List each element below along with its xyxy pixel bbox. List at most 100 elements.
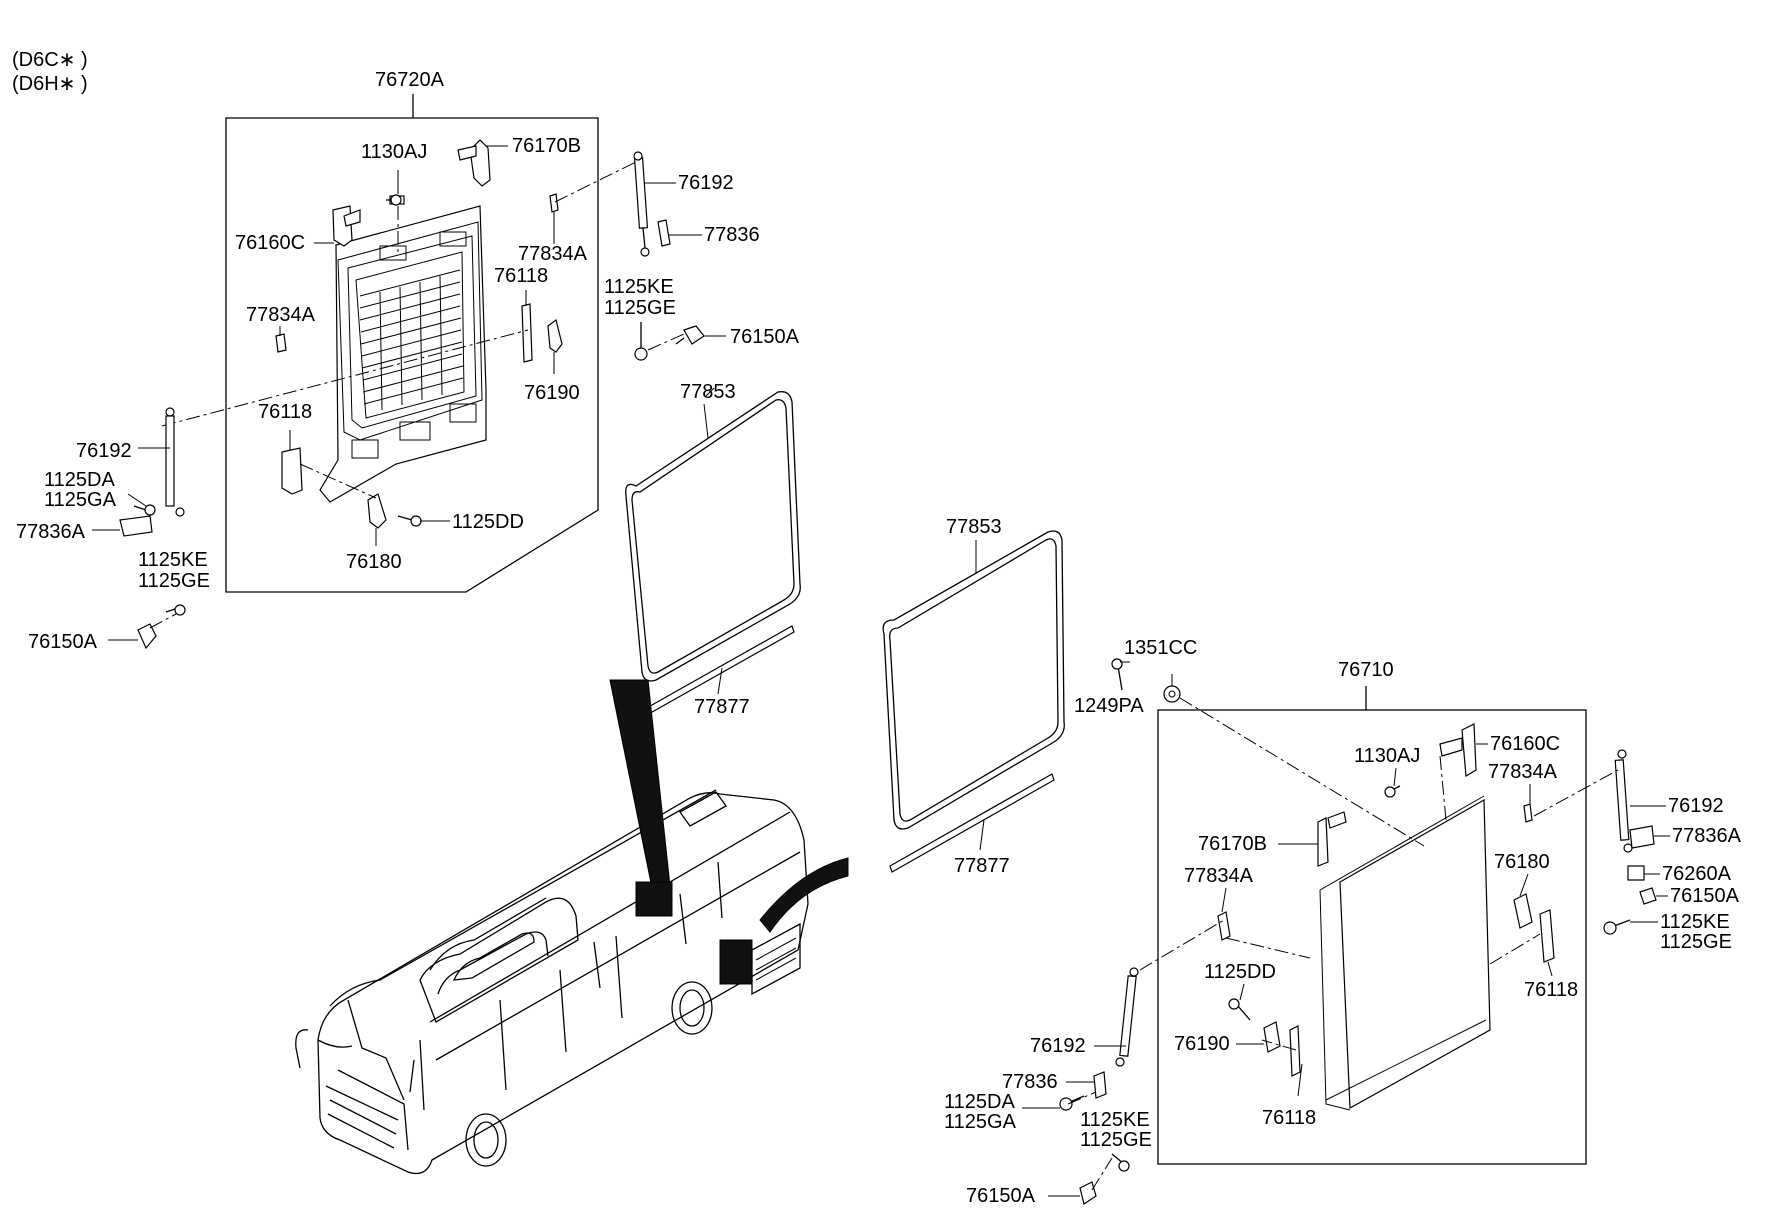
grille-slats <box>359 269 464 411</box>
label-77834A-c: 77834A <box>1488 761 1558 783</box>
screw-1249PA <box>1111 658 1123 691</box>
assembly-box-76720A <box>225 94 599 593</box>
gas-strut-76192-c <box>1614 749 1633 853</box>
bolt-1125DD-upper <box>397 515 422 527</box>
hinge-76118-lower-right <box>1539 909 1555 963</box>
bolt-1125KE-a <box>634 322 648 361</box>
label-76192-d: 76192 <box>1030 1035 1086 1057</box>
label-76170B-a: 76170B <box>512 135 581 157</box>
bracket-77836-b <box>1093 1071 1107 1099</box>
label-1125GE-a: 1125GE <box>604 297 676 319</box>
label-76180-b: 76180 <box>1494 851 1550 873</box>
label-76118-a: 76118 <box>494 265 548 287</box>
label-1130AJ-a: 1130AJ <box>361 141 427 163</box>
label-76720A: 76720A <box>375 69 445 91</box>
hinge-76160C-lower <box>1439 723 1477 778</box>
label-77836A-a: 77836A <box>16 521 86 543</box>
label-1125DD-b: 1125DD <box>1204 961 1276 983</box>
bracket-77836A-a <box>119 515 153 537</box>
label-76710: 76710 <box>1338 659 1394 681</box>
clip-76150A-d <box>1079 1181 1097 1205</box>
bolt-1125KE-b <box>165 604 186 616</box>
seal-77853-b <box>882 530 1065 830</box>
washer-1351CC <box>1163 685 1181 703</box>
leader-77853-a-top <box>705 387 715 397</box>
bracket-77834A-upper-right <box>549 193 559 213</box>
clip-76260A <box>1627 865 1645 881</box>
hinge-76190-lower <box>1263 1021 1281 1053</box>
leader-77877-b <box>979 819 985 851</box>
bracket-77834A-upper-left <box>275 333 287 353</box>
label-1125GE-b: 1125GE <box>138 570 210 592</box>
bracket-77834A-lower-right <box>1523 803 1533 823</box>
hinge-76190-upper <box>547 318 563 353</box>
strip-77877-b <box>889 773 1055 873</box>
label-76118-d: 76118 <box>1262 1107 1316 1129</box>
bolt-1130AJ-lower <box>1384 785 1401 798</box>
bus-illustration <box>295 679 849 1175</box>
label-1125DD-a: 1125DD <box>452 511 524 533</box>
bolt-1125KE-d <box>1111 1153 1130 1172</box>
label-76150A-d: 76150A <box>966 1185 1036 1207</box>
hinge-76180-lower <box>1513 893 1533 929</box>
label-1125KE-b: 1125KE <box>138 549 208 571</box>
bolt-1125DA-a <box>133 504 156 516</box>
label-1249PA: 1249PA <box>1074 695 1144 717</box>
label-77834A-b: 77834A <box>246 304 316 326</box>
label-77877-b: 77877 <box>954 855 1010 877</box>
clip-76150A-b <box>137 623 157 650</box>
label-76118-c: 76118 <box>1524 979 1578 1001</box>
leader-77853-a <box>703 403 709 439</box>
leader-dash-76150A-a <box>647 333 685 351</box>
hinge-76170B-upper <box>457 139 491 187</box>
bolt-1125DA-b <box>1059 1095 1085 1111</box>
label-1125KE-c: 1125KE <box>1660 911 1730 933</box>
label-77853-a: 77853 <box>680 381 736 403</box>
leader-dash-76150A-b <box>149 613 177 629</box>
bolt-1125KE-c <box>1603 919 1631 935</box>
bracket-77834A-lower-left <box>1217 911 1231 941</box>
label-76150A-a: 76150A <box>730 326 800 348</box>
label-1125GA-b: 1125GA <box>944 1111 1017 1133</box>
label-77834A-a: 77834A <box>518 243 588 265</box>
label-1125KE-a: 1125KE <box>604 276 674 298</box>
rear-door-panel <box>319 205 487 503</box>
hinge-76160C-upper <box>332 205 361 247</box>
label-76118-b: 76118 <box>258 401 312 423</box>
label-1125GA-a: 1125GA <box>44 489 117 511</box>
hinge-76118-upper-left <box>281 447 303 495</box>
label-77853-b: 77853 <box>946 516 1002 538</box>
gas-strut-76192-d <box>1115 967 1139 1067</box>
variant-d6c: (D6C∗ ) <box>12 49 88 71</box>
assembly-box-76710 <box>1157 686 1587 1165</box>
leaders-upper-box <box>161 145 641 546</box>
gas-strut-76192-a <box>633 151 650 257</box>
label-77836A-b: 77836A <box>1672 825 1742 847</box>
seal-77853-a <box>625 391 801 682</box>
gas-strut-76192-b <box>165 407 185 517</box>
label-1130AJ-b: 1130AJ <box>1354 745 1420 767</box>
bolt-1130AJ-upper <box>386 194 405 206</box>
label-76192-b: 76192 <box>76 440 132 462</box>
side-door-panel <box>1319 795 1491 1111</box>
label-1125KE-d: 1125KE <box>1080 1109 1150 1131</box>
label-76180-a: 76180 <box>346 551 402 573</box>
hinge-76118-lower-left <box>1289 1025 1301 1077</box>
label-76190-b: 76190 <box>1174 1033 1230 1055</box>
part-labels: 76720A 1130AJ 76170B 76192 77836 76160C … <box>16 69 1742 1207</box>
label-1125GE-c: 1125GE <box>1660 931 1732 953</box>
label-76150A-c: 76150A <box>1670 885 1740 907</box>
label-77877-a: 77877 <box>694 696 750 718</box>
label-1125DA-a: 1125DA <box>44 469 115 491</box>
label-76190-a: 76190 <box>524 382 580 404</box>
label-76260A: 76260A <box>1662 863 1732 885</box>
clip-76150A-c <box>1639 887 1657 905</box>
label-76192-a: 76192 <box>678 172 734 194</box>
label-77834A-d: 77834A <box>1184 865 1254 887</box>
label-76160C-a: 76160C <box>235 232 305 254</box>
clip-76150A-a <box>675 325 705 345</box>
leader-77877-a <box>717 667 723 695</box>
label-77836-a: 77836 <box>704 224 760 246</box>
bracket-77836A-b <box>1629 825 1655 849</box>
label-1351CC: 1351CC <box>1124 637 1197 659</box>
